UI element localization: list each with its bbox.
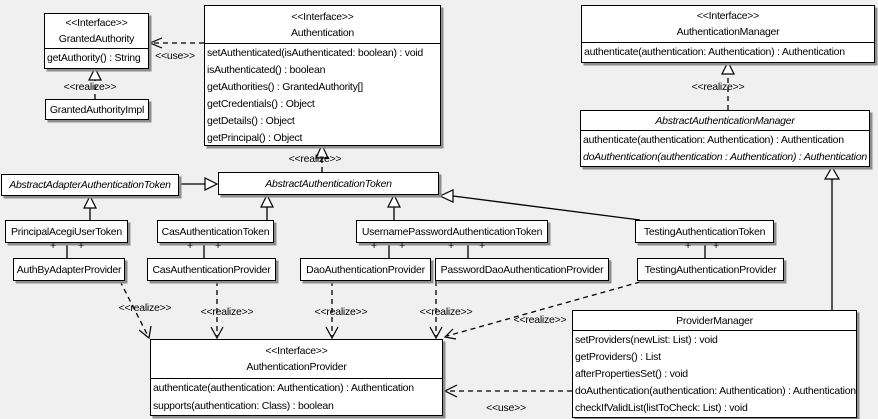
- class-stereotype: <<Interface>>: [696, 10, 760, 22]
- association-end-plus: +: [187, 240, 193, 252]
- class-box-granted-authority: <<Interface>> GrantedAuthority getAuthor…: [44, 13, 149, 69]
- association-end-plus: +: [215, 240, 221, 252]
- class-box-cas-authentication-provider: CasAuthenticationProvider: [147, 258, 276, 281]
- class-box-abstract-authentication-token: AbstractAuthenticationToken: [218, 172, 439, 195]
- class-box-authentication-manager: <<Interface>> AuthenticationManager auth…: [581, 5, 875, 63]
- class-method: getProviders() : List: [575, 350, 661, 363]
- class-box-testing-authentication-provider: TestingAuthenticationProvider: [637, 258, 784, 281]
- class-name: AbstractAdapterAuthenticationToken: [9, 179, 171, 191]
- class-box-testing-authentication-token: TestingAuthenticationToken: [635, 220, 774, 243]
- association-end-plus: +: [399, 240, 405, 252]
- class-name: AbstractAuthenticationManager: [655, 114, 795, 127]
- class-method: isAuthenticated() : boolean: [207, 63, 326, 76]
- class-name: Authentication: [290, 26, 355, 39]
- class-name: CasAuthenticationProvider: [152, 263, 271, 276]
- class-name: AuthByAdapterProvider: [16, 263, 122, 276]
- class-method: authenticate(authentication: Authenticat…: [153, 382, 414, 394]
- class-method: getAuthority() : String: [47, 52, 141, 64]
- class-name: AuthenticationProvider: [246, 361, 347, 373]
- class-method: getAuthorities() : GrantedAuthority[]: [207, 80, 363, 93]
- class-name: CasAuthenticationToken: [161, 225, 270, 238]
- class-method: getPrincipal() : Object: [207, 132, 303, 145]
- class-name: PrincipalAcegiUserToken: [11, 225, 122, 238]
- association-end-plus: +: [448, 240, 454, 252]
- class-method: setProviders(newList: List) : void: [575, 333, 718, 346]
- class-box-cas-authentication-token: CasAuthenticationToken: [157, 220, 274, 243]
- association-end-plus: +: [371, 240, 377, 252]
- class-box-abstract-authentication-manager: AbstractAuthenticationManager authentica…: [580, 110, 870, 167]
- class-box-authentication: <<Interface>> Authentication setAuthenti…: [204, 5, 441, 146]
- class-method: authenticate(authentication: Authenticat…: [584, 46, 845, 58]
- class-box-password-dao-authentication-provider: PasswordDaoAuthenticationProvider: [435, 258, 609, 281]
- class-method: checkIfValidList(listToCheck: List) : vo…: [575, 402, 748, 415]
- class-method: authenticate(authentication: Authenticat…: [583, 133, 844, 146]
- association-end-plus: +: [78, 240, 84, 252]
- association-end-plus: +: [685, 240, 691, 252]
- class-method-abstract: doAuthentication(authentication : Authen…: [583, 151, 867, 164]
- class-box-authentication-provider: <<Interface>> AuthenticationProvider aut…: [150, 339, 443, 416]
- class-box-principal-acegi-user-token: PrincipalAcegiUserToken: [5, 220, 128, 243]
- class-name: GrantedAuthority: [58, 33, 135, 45]
- class-method: getCredentials() : Object: [207, 97, 315, 110]
- class-name: GrantedAuthorityImpl: [49, 103, 145, 116]
- class-name: UsernamePasswordAuthenticationToken: [361, 225, 543, 238]
- class-box-dao-authentication-provider: DaoAuthenticationProvider: [300, 258, 431, 281]
- association-end-plus: +: [713, 240, 719, 252]
- class-method: doAuthentication(authentication: Authent…: [575, 385, 856, 398]
- class-stereotype: <<Interface>>: [291, 10, 354, 23]
- class-name: PasswordDaoAuthenticationProvider: [440, 263, 604, 276]
- class-name: DaoAuthenticationProvider: [306, 263, 425, 276]
- class-name: ProviderManager: [676, 314, 753, 327]
- class-method: afterPropertiesSet() : void: [575, 367, 688, 380]
- class-box-abstract-adapter-authentication-token: AbstractAdapterAuthenticationToken: [1, 174, 179, 196]
- class-method: supports(authentication: Class) : boolea…: [153, 400, 334, 412]
- association-end-plus: +: [50, 240, 56, 252]
- class-box-auth-by-adapter-provider: AuthByAdapterProvider: [13, 258, 125, 281]
- class-box-username-password-authentication-token: UsernamePasswordAuthenticationToken: [356, 220, 548, 243]
- class-box-granted-authority-impl: GrantedAuthorityImpl: [45, 99, 149, 120]
- class-stereotype: <<Interface>>: [65, 17, 128, 29]
- class-box-provider-manager: ProviderManager setProviders(newList: Li…: [572, 310, 857, 418]
- class-method: getDetails() : Object: [207, 114, 295, 127]
- class-name: AbstractAuthenticationToken: [265, 177, 392, 190]
- class-name: AuthenticationManager: [676, 26, 780, 38]
- class-name: TestingAuthenticationProvider: [644, 263, 777, 276]
- class-method: setAuthenticated(isAuthenticated: boolea…: [207, 46, 423, 59]
- class-stereotype: <<Interface>>: [265, 345, 328, 357]
- class-name: TestingAuthenticationToken: [643, 225, 766, 238]
- association-end-plus: +: [479, 240, 485, 252]
